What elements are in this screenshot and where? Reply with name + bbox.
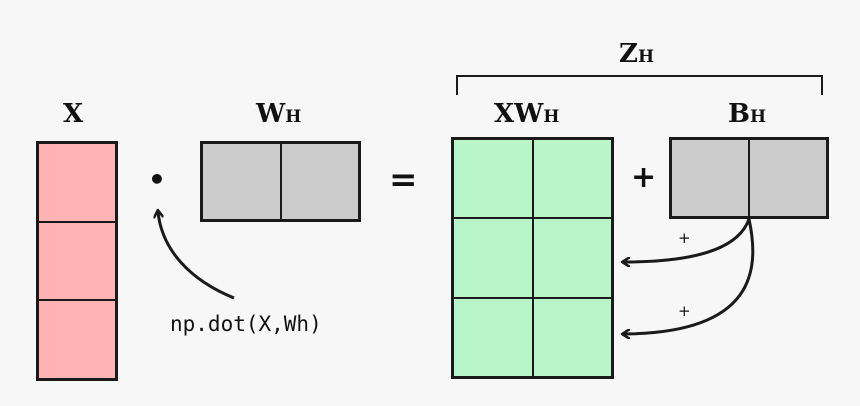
matrix-bh-cell — [749, 139, 827, 217]
matrix-bh — [669, 137, 829, 219]
broadcast-plus-label: + — [678, 302, 691, 320]
label-zh: ZH — [619, 39, 655, 69]
plus-operator: + — [631, 160, 657, 195]
dot-pointer-arrow — [158, 212, 235, 300]
label-wh: WH — [256, 99, 302, 129]
matrix-wh-cell — [280, 143, 359, 220]
matrix-x-cell — [38, 300, 116, 379]
dot-operator: • — [148, 163, 166, 196]
matrix-xwh-cell — [453, 139, 533, 219]
matrix-xwh-cell — [453, 218, 533, 298]
matrix-x-cell — [38, 221, 116, 301]
equals-operator: = — [389, 160, 418, 200]
matrix-xwh-cell — [532, 139, 612, 219]
zh-bracket — [456, 75, 823, 95]
label-bh: BH — [728, 99, 767, 129]
matrix-wh — [200, 141, 361, 222]
matrix-xwh-cell — [453, 297, 533, 377]
label-x: X — [63, 99, 84, 129]
matrix-wh-cell — [202, 143, 281, 220]
matrix-xwh-cell — [532, 218, 612, 298]
broadcast-plus-label: + — [678, 229, 691, 247]
matrix-xwh-cell — [532, 297, 612, 377]
code-caption: np.dot(X,Wh) — [170, 312, 322, 336]
matrix-x — [36, 141, 118, 381]
matrix-bh-cell — [671, 139, 749, 217]
matrix-xwh — [451, 137, 614, 379]
label-xwh: XWH — [494, 99, 560, 129]
matrix-x-cell — [38, 143, 116, 222]
